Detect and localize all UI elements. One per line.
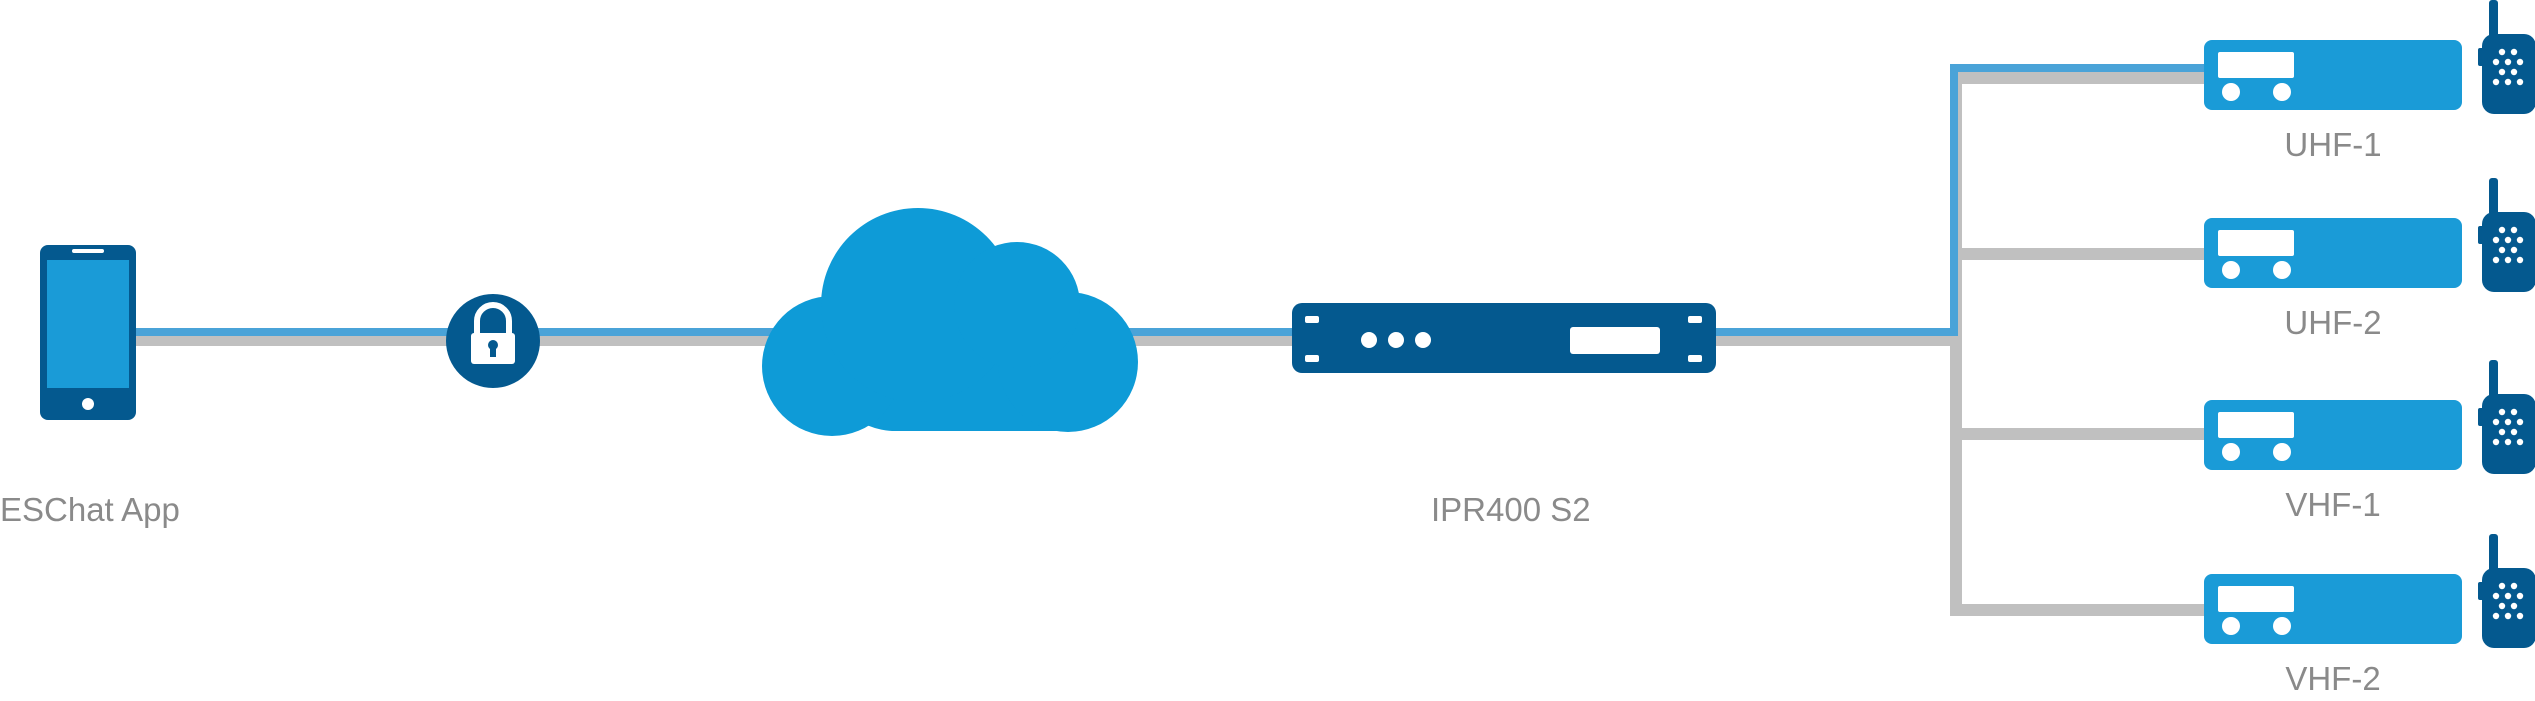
radio-label-uhf-1: UHF-1 xyxy=(2284,126,2381,163)
base-station-icon xyxy=(2204,218,2462,288)
rack-gateway-icon xyxy=(1292,303,1716,373)
branch-vhf-2 xyxy=(1950,604,2210,616)
gateway-label: IPR400 S2 xyxy=(1431,491,1591,528)
app-label: ESChat App xyxy=(0,491,180,528)
handheld-radio-icon xyxy=(2478,534,2535,648)
branch-uhf-1 xyxy=(1950,72,2210,84)
smartphone-icon xyxy=(40,245,136,420)
radio-unit-uhf-1: UHF-1 xyxy=(2204,0,2535,163)
base-station-icon xyxy=(2204,40,2462,110)
radio-label-vhf-1: VHF-1 xyxy=(2285,486,2380,523)
branch-vhf-1 xyxy=(1950,428,2210,440)
radio-label-uhf-2: UHF-2 xyxy=(2284,304,2381,341)
radio-bus xyxy=(1710,64,2210,616)
radio-label-vhf-2: VHF-2 xyxy=(2285,660,2380,697)
handheld-radio-icon xyxy=(2478,360,2535,474)
base-station-icon xyxy=(2204,574,2462,644)
branch-uhf-2 xyxy=(1950,248,2210,260)
radio-unit-vhf-1: VHF-1 xyxy=(2204,360,2535,523)
base-station-icon xyxy=(2204,400,2462,470)
handheld-radio-icon xyxy=(2478,0,2535,114)
radio-unit-uhf-2: UHF-2 xyxy=(2204,178,2535,341)
handheld-radio-icon xyxy=(2478,178,2535,292)
lock-icon xyxy=(446,294,540,388)
cloud-icon xyxy=(762,208,1138,436)
radio-unit-vhf-2: VHF-2 xyxy=(2204,534,2535,697)
